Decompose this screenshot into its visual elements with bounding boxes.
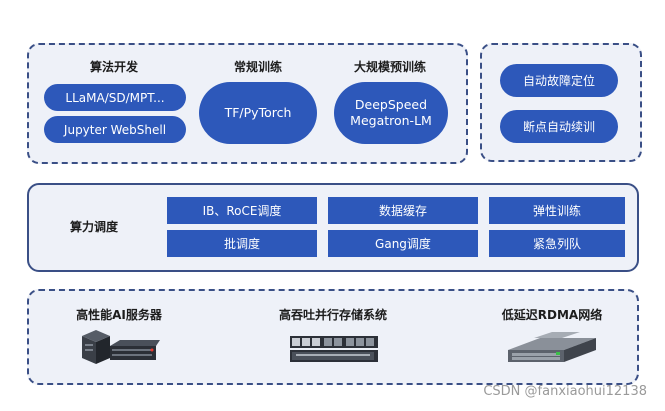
compute-scheduling-label: 算力调度 [70, 220, 119, 234]
rdma-network-icon [508, 332, 596, 362]
cell-elastic-training: 弹性训练 [489, 197, 625, 224]
cell-gang-scheduling: Gang调度 [328, 230, 478, 257]
watermark: CSDN @fanxiaohui12138 [483, 384, 647, 399]
cell-ib-roce-scheduling: IB、RoCE调度 [167, 197, 317, 224]
infra-title-parallel-storage: 高吞吐并行存储系统 [278, 308, 388, 322]
panel-fault-tolerance [480, 43, 642, 162]
infra-title-ai-servers: 高性能AI服务器 [76, 308, 162, 322]
pill-tf-pytorch-label: TF/PyTorch [224, 105, 292, 120]
pill-deepspeed-label: DeepSpeed [354, 97, 428, 112]
pill-deepspeed-megatron: DeepSpeed Megatron-LM [334, 82, 448, 144]
group-title-regular-training: 常规训练 [233, 60, 283, 74]
cell-data-cache: 数据缓存 [328, 197, 478, 224]
infra-title-rdma-network: 低延迟RDMA网络 [501, 308, 603, 322]
group-title-large-pretraining: 大规模预训练 [353, 60, 427, 74]
ai-server-icon [82, 330, 160, 364]
cell-emergency-queue: 紧急列队 [489, 230, 625, 257]
pill-tf-pytorch: TF/PyTorch [199, 82, 317, 144]
cell-batch-scheduling: 批调度 [167, 230, 317, 257]
storage-system-icon [290, 336, 378, 362]
pill-megatron-label: Megatron-LM [350, 113, 432, 128]
pill-checkpoint-resume: 断点自动续训 [500, 110, 618, 143]
pill-jupyter-webshell: Jupyter WebShell [44, 116, 186, 143]
pill-llama-sd-mpt: LLaMA/SD/MPT... [44, 84, 186, 111]
group-title-algorithm-dev: 算法开发 [89, 60, 139, 74]
pill-auto-fault-location: 自动故障定位 [500, 64, 618, 97]
